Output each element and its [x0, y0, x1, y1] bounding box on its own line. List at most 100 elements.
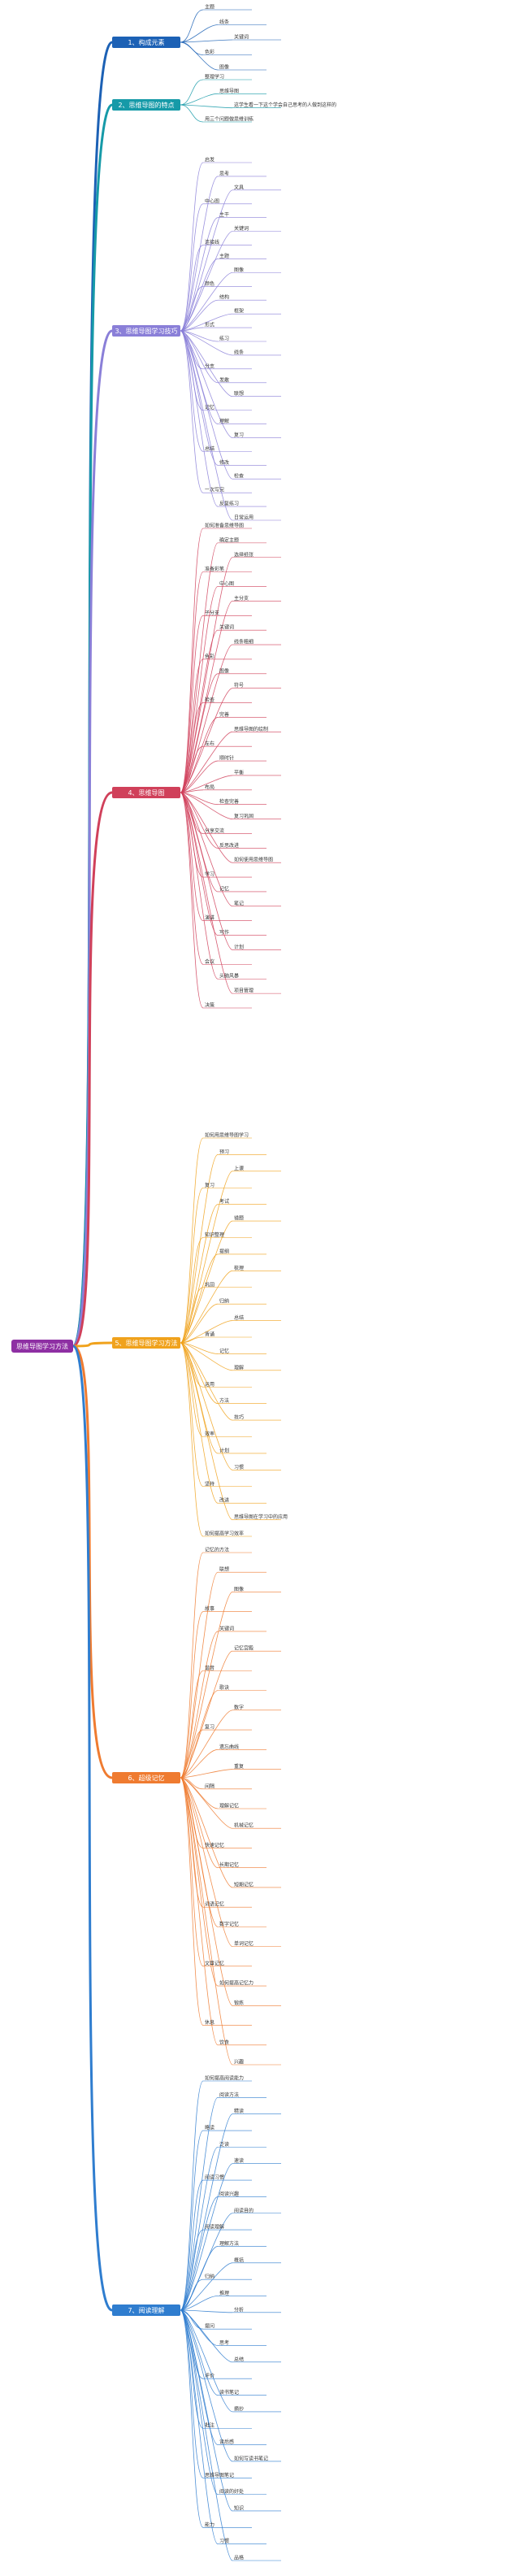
leaf-label: 错题	[234, 1215, 244, 1222]
leaf-label: 坚持	[205, 1480, 214, 1487]
leaf-connector	[180, 702, 204, 793]
leaf-label: 形式	[205, 322, 214, 328]
leaf-label: 头脑风暴	[219, 973, 239, 980]
leaf-label: 数字记忆	[219, 1921, 239, 1927]
leaf-label: 反复练习	[219, 501, 239, 507]
leaf-connector	[180, 2080, 204, 2311]
leaf-label: 理解	[234, 1364, 244, 1371]
trunk-b6	[72, 1344, 114, 1779]
branch-hub-b4	[112, 787, 180, 798]
leaf-label: 思考	[219, 170, 229, 176]
leaf-connector	[180, 717, 219, 793]
leaf-connector	[180, 2229, 204, 2311]
leaf-connector	[180, 1336, 204, 1344]
leaf-label: 如何准备思维导图	[205, 523, 244, 529]
leaf-label: 关键词	[234, 225, 249, 232]
leaf-label: 提问	[205, 2323, 214, 2330]
leaf-connector	[180, 1777, 233, 1829]
leaf-connector	[180, 792, 233, 994]
leaf-connector	[180, 330, 233, 397]
leaf-label: 复习	[205, 1724, 214, 1731]
leaf-label: 色彩	[205, 49, 214, 55]
leaf-label: 图像	[219, 667, 229, 674]
leaf-connector	[180, 299, 219, 332]
leaf-connector	[180, 2309, 219, 2496]
leaf-label: 归纳	[205, 2274, 214, 2280]
leaf-label: 效率	[205, 1431, 214, 1437]
branch-label-b4: 4、思维导图	[128, 788, 164, 797]
leaf-label: 中心图	[219, 580, 234, 587]
leaf-label: 笔记	[234, 900, 244, 906]
leaf-label: 读后感	[219, 2439, 234, 2445]
leaf-label: 会议	[205, 958, 214, 965]
leaf-connector	[180, 1777, 233, 2066]
leaf-connector	[180, 1777, 204, 1967]
leaf-label: 考试	[219, 1198, 229, 1205]
leaf-connector	[180, 2278, 204, 2311]
leaf-connector	[180, 1571, 219, 1779]
leaf-label: 阅读习惯	[205, 2174, 224, 2181]
leaf-label: 整理学习	[205, 74, 224, 80]
branch-label-b3: 3、思维导图学习技巧	[115, 327, 177, 335]
leaf-connector	[180, 1650, 233, 1779]
leaf-connector	[180, 1287, 204, 1344]
leaf-connector	[180, 2296, 219, 2311]
leaf-connector	[180, 2130, 204, 2311]
leaf-label: 中心图	[205, 198, 219, 204]
leaf-label: 谐音	[205, 1665, 214, 1671]
branch-label-b2: 2、思维导图的特点	[118, 101, 174, 109]
leaf-connector	[180, 760, 219, 793]
leaf-connector	[180, 24, 219, 43]
leaf-label: 单词记忆	[234, 1940, 254, 1947]
leaf-connector	[180, 285, 204, 332]
leaf-label: 日常运用	[234, 515, 254, 521]
leaf-connector	[180, 1253, 219, 1344]
leaf-connector	[180, 330, 204, 493]
leaf-connector	[180, 231, 233, 332]
leaf-label: 习惯	[234, 1464, 244, 1470]
leaf-label: 间隔	[205, 1783, 214, 1789]
leaf-label: 略读	[205, 2125, 214, 2131]
leaf-label: 决策	[205, 1002, 214, 1009]
leaf-connector	[180, 258, 219, 332]
leaf-label: 评价	[205, 2373, 214, 2379]
leaf-label: 速读	[234, 2157, 244, 2164]
root-node-box	[11, 1340, 73, 1353]
leaf-label: 主干	[219, 211, 229, 218]
leaf-connector	[180, 162, 204, 332]
leaf-connector	[180, 1342, 204, 1488]
leaf-label: 梳理	[234, 1265, 244, 1271]
branch-b5: 5、思维导图学习方法如何用思维导图学习预习上课复习考试错题知识整理提纲梳理巩固归…	[112, 1132, 288, 1537]
leaf-label: 修改	[219, 459, 229, 466]
leaf-connector	[180, 330, 233, 521]
leaf-label: 饮食	[219, 2039, 229, 2045]
leaf-label: 主题	[205, 4, 214, 11]
leaf-label: 确定主题	[219, 536, 239, 543]
leaf-label: 快速记忆	[205, 1842, 224, 1848]
leaf-label: 线条	[234, 349, 244, 355]
leaf-label: 关键词	[234, 34, 249, 41]
leaf-label: 记忆	[219, 885, 229, 892]
leaf-connector	[180, 2309, 219, 2545]
leaf-connector	[180, 79, 204, 106]
leaf-connector	[180, 792, 219, 980]
leaf-connector	[180, 1342, 233, 1421]
leaf-label: 记忆宫殿	[234, 1645, 254, 1652]
leaf-label: 左右	[205, 741, 214, 747]
branch-hub-b6	[112, 1772, 180, 1783]
leaf-connector	[180, 2096, 219, 2311]
leaf-label: 颜色	[205, 280, 214, 287]
leaf-label: 发散	[219, 376, 229, 383]
leaf-connector	[180, 792, 204, 1009]
branch-b7: 7、阅读理解如何提高阅读能力阅读方法精读略读泛读速读阅读习惯阅读兴趣阅读目的阅读…	[112, 2075, 268, 2561]
leaf-label: 线条粗细	[234, 639, 254, 645]
leaf-label: 概括	[234, 2257, 244, 2263]
leaf-label: 符号	[234, 682, 244, 689]
leaf-label: 习惯	[219, 2538, 229, 2544]
leaf-label: 如何提高阅读能力	[205, 2075, 244, 2082]
leaf-label: 图像	[234, 267, 244, 273]
leaf-label: 长期记忆	[219, 1861, 239, 1868]
leaf-label: 如何使用思维导图	[234, 857, 273, 863]
leaf-label: 改进	[219, 1497, 229, 1504]
leaf-label: 运用	[205, 1381, 214, 1388]
